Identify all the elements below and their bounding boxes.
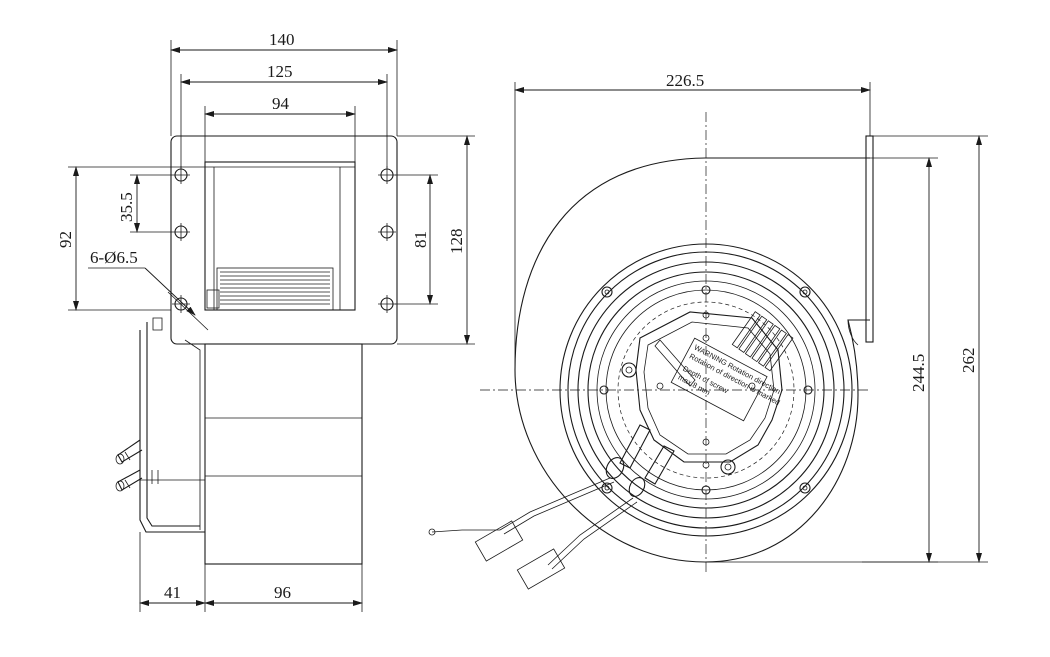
volute-housing — [514, 157, 870, 563]
cable-glands-front — [605, 424, 675, 497]
dim-35-5: 35.5 — [117, 192, 136, 222]
heat-sink-fins — [731, 311, 794, 372]
flange-holes — [172, 166, 396, 313]
cables — [428, 477, 638, 590]
motor-housing-side — [204, 343, 363, 565]
front-view: WARNING Rotation direction Rotation of d… — [428, 71, 988, 590]
impeller-window — [216, 267, 334, 311]
side-view: 140 125 94 92 35.5 6-Ø6.5 81 1 — [56, 30, 475, 612]
dim-81: 81 — [411, 231, 430, 248]
hole-callout: 6-Ø6.5 — [90, 248, 138, 267]
dim-128: 128 — [447, 229, 466, 255]
dim-244-5: 244.5 — [909, 354, 928, 392]
dim-94: 94 — [272, 94, 290, 113]
dim-140: 140 — [269, 30, 295, 49]
dim-262: 262 — [959, 348, 978, 374]
dim-41: 41 — [164, 583, 181, 602]
dim-125: 125 — [267, 62, 293, 81]
dim-96: 96 — [274, 583, 291, 602]
connector-1 — [474, 520, 524, 562]
dim-92: 92 — [56, 231, 75, 248]
motor-housing — [635, 311, 783, 463]
dim-226-5: 226.5 — [666, 71, 704, 90]
motor-plate-side — [139, 317, 205, 533]
cable-glands-side — [115, 439, 143, 492]
impeller-blades — [220, 271, 330, 305]
housing-screws — [599, 285, 813, 495]
outlet-flange — [865, 135, 874, 343]
connector-2 — [516, 548, 566, 590]
